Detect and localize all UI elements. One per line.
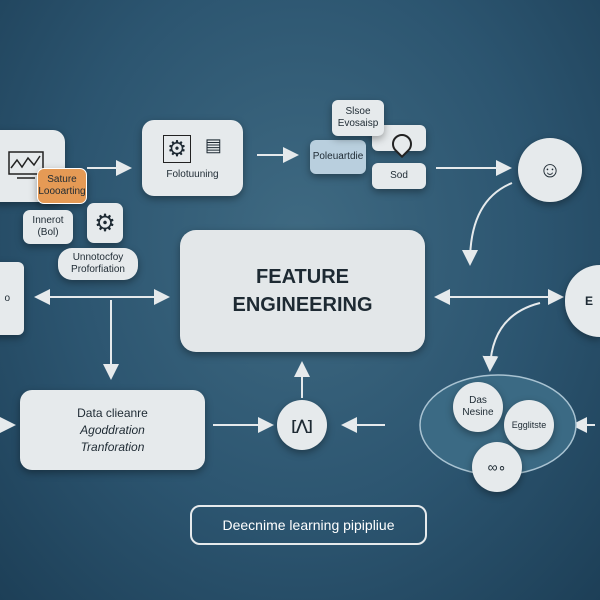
robot-people-icon: ☺	[538, 157, 562, 182]
score-box: Slsoe Evosaisp	[332, 100, 384, 136]
input-box: Innerot (Bol)	[23, 210, 73, 244]
main-title-line1: FEATURE	[256, 266, 349, 288]
chart-document-icon: ▤	[204, 135, 222, 155]
document-gear-icon: ⚙	[163, 135, 191, 163]
curved-arrow	[482, 302, 541, 372]
merge-circle: [⋀]	[277, 400, 327, 450]
data-box-line: Agoddration	[80, 422, 145, 437]
main-title-line2: ENGINEERING	[232, 294, 373, 316]
gear-icon: ⚙	[94, 209, 116, 237]
gear-box: ⚙	[87, 203, 123, 243]
cluster-top-line: Nesine	[462, 407, 494, 418]
top-box-label: Folotuuning	[166, 169, 219, 180]
cluster-top-line: Das	[469, 395, 487, 406]
cluster-circle-right: Egglitste	[504, 400, 554, 450]
left-edge-box: o	[0, 262, 24, 335]
orange-box: Sature Loooarting	[37, 168, 87, 204]
network-icon: ∞∘	[487, 458, 507, 475]
cluster-circle-top: Das Nesine	[453, 382, 503, 432]
data-box-line: Tranforation	[80, 439, 145, 454]
data-box-line: Data clieanre	[77, 405, 148, 420]
bottom-pill: Deecnime learning pipipliue	[190, 505, 427, 545]
curved-arrow	[462, 182, 513, 266]
data-box: Data clieanre Agoddration Tranforation	[20, 390, 205, 470]
merge-icon: [⋀]	[291, 416, 313, 433]
cluster-circle-bottom: ∞∘	[472, 442, 522, 492]
top-box: ⚙▤ Folotuuning	[142, 120, 243, 196]
transform-pill: Unnotocfoy Proforfiation	[58, 248, 138, 280]
right-circle-label: E	[585, 294, 594, 308]
main-box: FEATURE ENGINEERING	[180, 230, 425, 352]
line-chart-monitor-icon	[7, 151, 44, 179]
sod-box: Sod	[372, 163, 426, 189]
potential-box: Poleuartdie	[310, 140, 366, 174]
team-circle: ☺	[518, 138, 582, 202]
icons: ⚙▤	[163, 135, 222, 163]
